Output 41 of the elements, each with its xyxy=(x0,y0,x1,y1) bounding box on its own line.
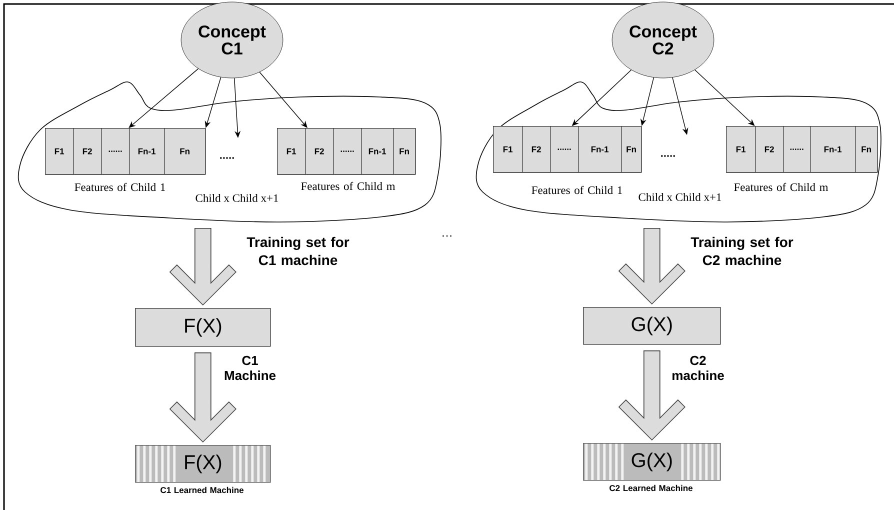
feature-cell: ...... xyxy=(101,128,130,175)
feature-cell: ...... xyxy=(333,128,362,175)
feature-cell: F2 xyxy=(755,126,784,173)
caption-text: Features of Child 1 xyxy=(532,186,622,194)
feature-cell: F2 xyxy=(522,126,551,173)
feature-cell: F1 xyxy=(493,126,523,173)
machine-label: C1 Machine xyxy=(224,356,276,380)
arrow xyxy=(694,70,755,126)
feature-cell: Fn xyxy=(164,128,206,175)
function-box: G(X) xyxy=(583,307,721,345)
function-box: F(X) xyxy=(135,308,271,347)
caption-text: Features of Child m xyxy=(734,182,828,192)
ellipsis: ..... xyxy=(220,157,234,159)
feature-cell: ...... xyxy=(783,126,811,173)
caption-text: Features of Child m xyxy=(301,182,396,190)
feature-cell: Fn-1 xyxy=(129,128,165,175)
feature-cell: F2 xyxy=(73,128,102,175)
ellipsis: … xyxy=(442,235,452,237)
edge-label: Training set for C1 machine xyxy=(246,236,350,266)
cloud-outline xyxy=(18,82,442,222)
ellipsis: ..... xyxy=(661,155,675,157)
caption-text: C2 Learned Machine xyxy=(610,484,692,492)
feature-cell: F2 xyxy=(305,128,334,175)
feature-cell: Fn-1 xyxy=(361,128,394,175)
feature-cell: F1 xyxy=(45,128,74,175)
edge-label: Training set for C2 machine xyxy=(690,236,794,266)
caption-text: C1 Learned Machine xyxy=(160,486,244,494)
child-range-label: Child x Child x+1 xyxy=(196,194,278,202)
arrow xyxy=(128,68,199,128)
cloud-outline xyxy=(476,82,882,222)
child-range-label: Child x Child x+1 xyxy=(638,192,722,202)
learned-machine-box: F(X) xyxy=(135,445,271,483)
feature-cell: Fn xyxy=(393,128,416,175)
feature-cell: F1 xyxy=(277,128,306,175)
feature-cell: ...... xyxy=(550,126,579,173)
feature-cell: F1 xyxy=(726,126,756,173)
caption-text: Features of Child 1 xyxy=(74,182,165,192)
feature-cell: Fn xyxy=(621,126,642,173)
machine-label: C2 machine xyxy=(672,356,724,380)
feature-cell: Fn xyxy=(855,126,878,173)
learned-machine-box: G(X) xyxy=(583,443,721,481)
